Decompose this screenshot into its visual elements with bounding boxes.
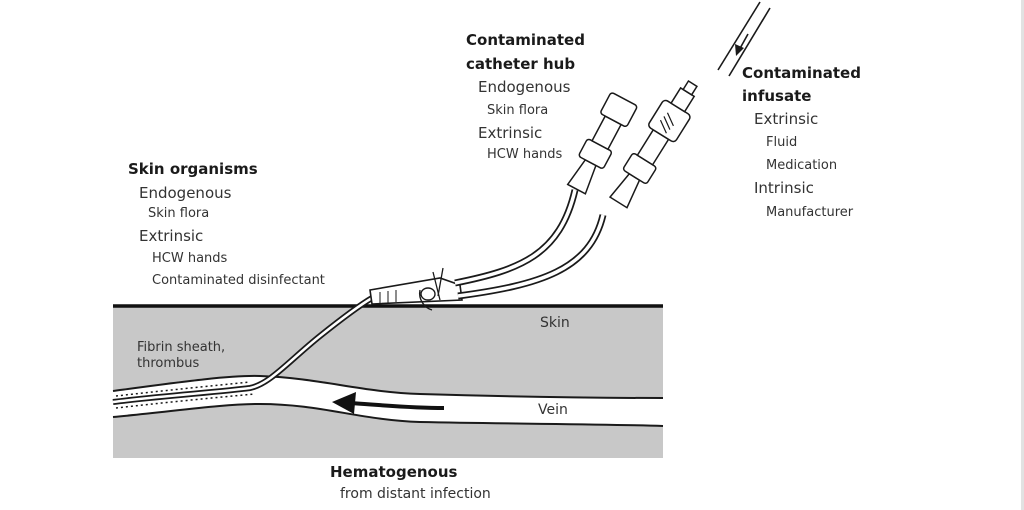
skin-organisms-endogenous: Endogenous	[139, 184, 232, 202]
fibrin-sheath-label-line2: thrombus	[137, 356, 200, 371]
infusate-fluid: Fluid	[766, 135, 798, 150]
skin-organisms-extrinsic: Extrinsic	[139, 227, 204, 245]
infusion-connector	[608, 79, 698, 209]
extension-tube-right	[457, 214, 607, 300]
vein-label: Vein	[538, 402, 568, 418]
infusate-extrinsic: Extrinsic	[754, 110, 819, 128]
infusate-title-line2: infusate	[742, 87, 812, 105]
right-edge-border	[1021, 0, 1024, 510]
skin-organisms-disinfectant: Contaminated disinfectant	[152, 273, 325, 288]
catheter-hub-connector	[566, 92, 638, 195]
infusion-tubing	[717, 1, 771, 77]
catheter-hub-endogenous: Endogenous	[478, 78, 571, 96]
catheter-hub-title-line2: catheter hub	[466, 55, 576, 73]
skin-label: Skin	[540, 315, 570, 331]
skin-organisms-hcw-hands: HCW hands	[152, 251, 228, 266]
infusate-manufacturer: Manufacturer	[766, 205, 854, 220]
blood-flow-arrowhead	[332, 392, 356, 414]
catheter-hub-skin-flora: Skin flora	[487, 103, 549, 118]
hematogenous-subtitle: from distant infection	[340, 486, 491, 502]
infusate-intrinsic: Intrinsic	[754, 179, 814, 197]
catheter-hub-title-line1: Contaminated	[466, 31, 585, 49]
skin-organisms-title: Skin organisms	[128, 160, 258, 178]
vein-upper-wall	[112, 374, 664, 399]
catheter-hub-extrinsic: Extrinsic	[478, 124, 543, 142]
hematogenous-title: Hematogenous	[330, 463, 458, 481]
blood-flow-arrow	[349, 401, 445, 410]
infusate-title-line1: Contaminated	[742, 64, 861, 82]
vein-lower-wall	[112, 402, 664, 427]
catheter-hub-assembly	[369, 267, 463, 311]
fibrin-sheath-lower	[115, 393, 256, 409]
extension-tube-left	[454, 189, 579, 287]
catheter-hub-hcw-hands: HCW hands	[487, 147, 563, 162]
catheter-lumen	[112, 296, 373, 404]
fibrin-sheath-label-line1: Fibrin sheath,	[137, 340, 226, 355]
infusate-medication: Medication	[766, 158, 838, 173]
infusion-direction-arrowhead	[735, 44, 744, 56]
skin-organisms-skin-flora: Skin flora	[148, 206, 210, 221]
fibrin-sheath	[115, 381, 251, 397]
